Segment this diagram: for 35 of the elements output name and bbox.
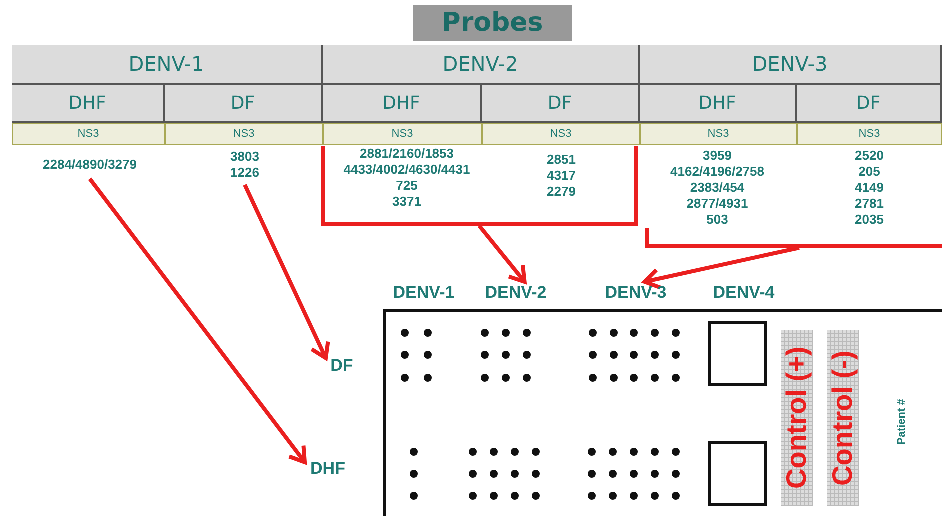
table-cell: NS3 [12,123,165,145]
control-label: Control (+) [781,330,813,506]
patient-number-label: Patient # [896,398,909,447]
table-cell: NS3 [482,123,640,145]
control-label: Control (-) [827,330,859,506]
arrow [642,246,800,290]
row-label: DF [330,355,354,377]
header-cell: DF [797,85,942,123]
table-cell: NS3 [797,123,942,145]
probe-number-list: 2881/2160/1853 4433/4002/4630/4431 725 3371 [327,146,487,210]
title-banner: Probes [413,5,572,41]
header-cell: DHF [12,85,165,123]
header-cell: DENV-2 [323,45,640,85]
column-label: DENV-3 [604,282,668,304]
arrow [243,184,330,360]
header-cell: DENV-1 [12,45,323,85]
probe-number-list: 2851 4317 2279 [485,152,638,200]
probe-number-list: 2284/4890/3279 [20,157,160,179]
header-cell: DHF [323,85,482,123]
arrow [88,178,307,464]
probe-number-list: 3803 1226 [205,149,285,185]
column-label: DENV-1 [392,282,456,304]
probe-number-list: 2520 205 4149 2781 2035 [797,148,942,228]
arrow [478,224,527,284]
column-label: DENV-2 [484,282,548,304]
probe-number-list: 3959 4162/4196/2758 2383/454 2877/4931 503 [645,148,790,228]
header-cell: DENV-3 [640,45,942,85]
row-label: DHF [310,458,346,480]
column-label: DENV-4 [712,282,776,304]
header-cell: DF [482,85,640,123]
header-cell: DHF [640,85,797,123]
table-cell: NS3 [640,123,797,145]
header-cell: DF [165,85,323,123]
table-cell: NS3 [165,123,323,145]
table-cell: NS3 [323,123,482,145]
